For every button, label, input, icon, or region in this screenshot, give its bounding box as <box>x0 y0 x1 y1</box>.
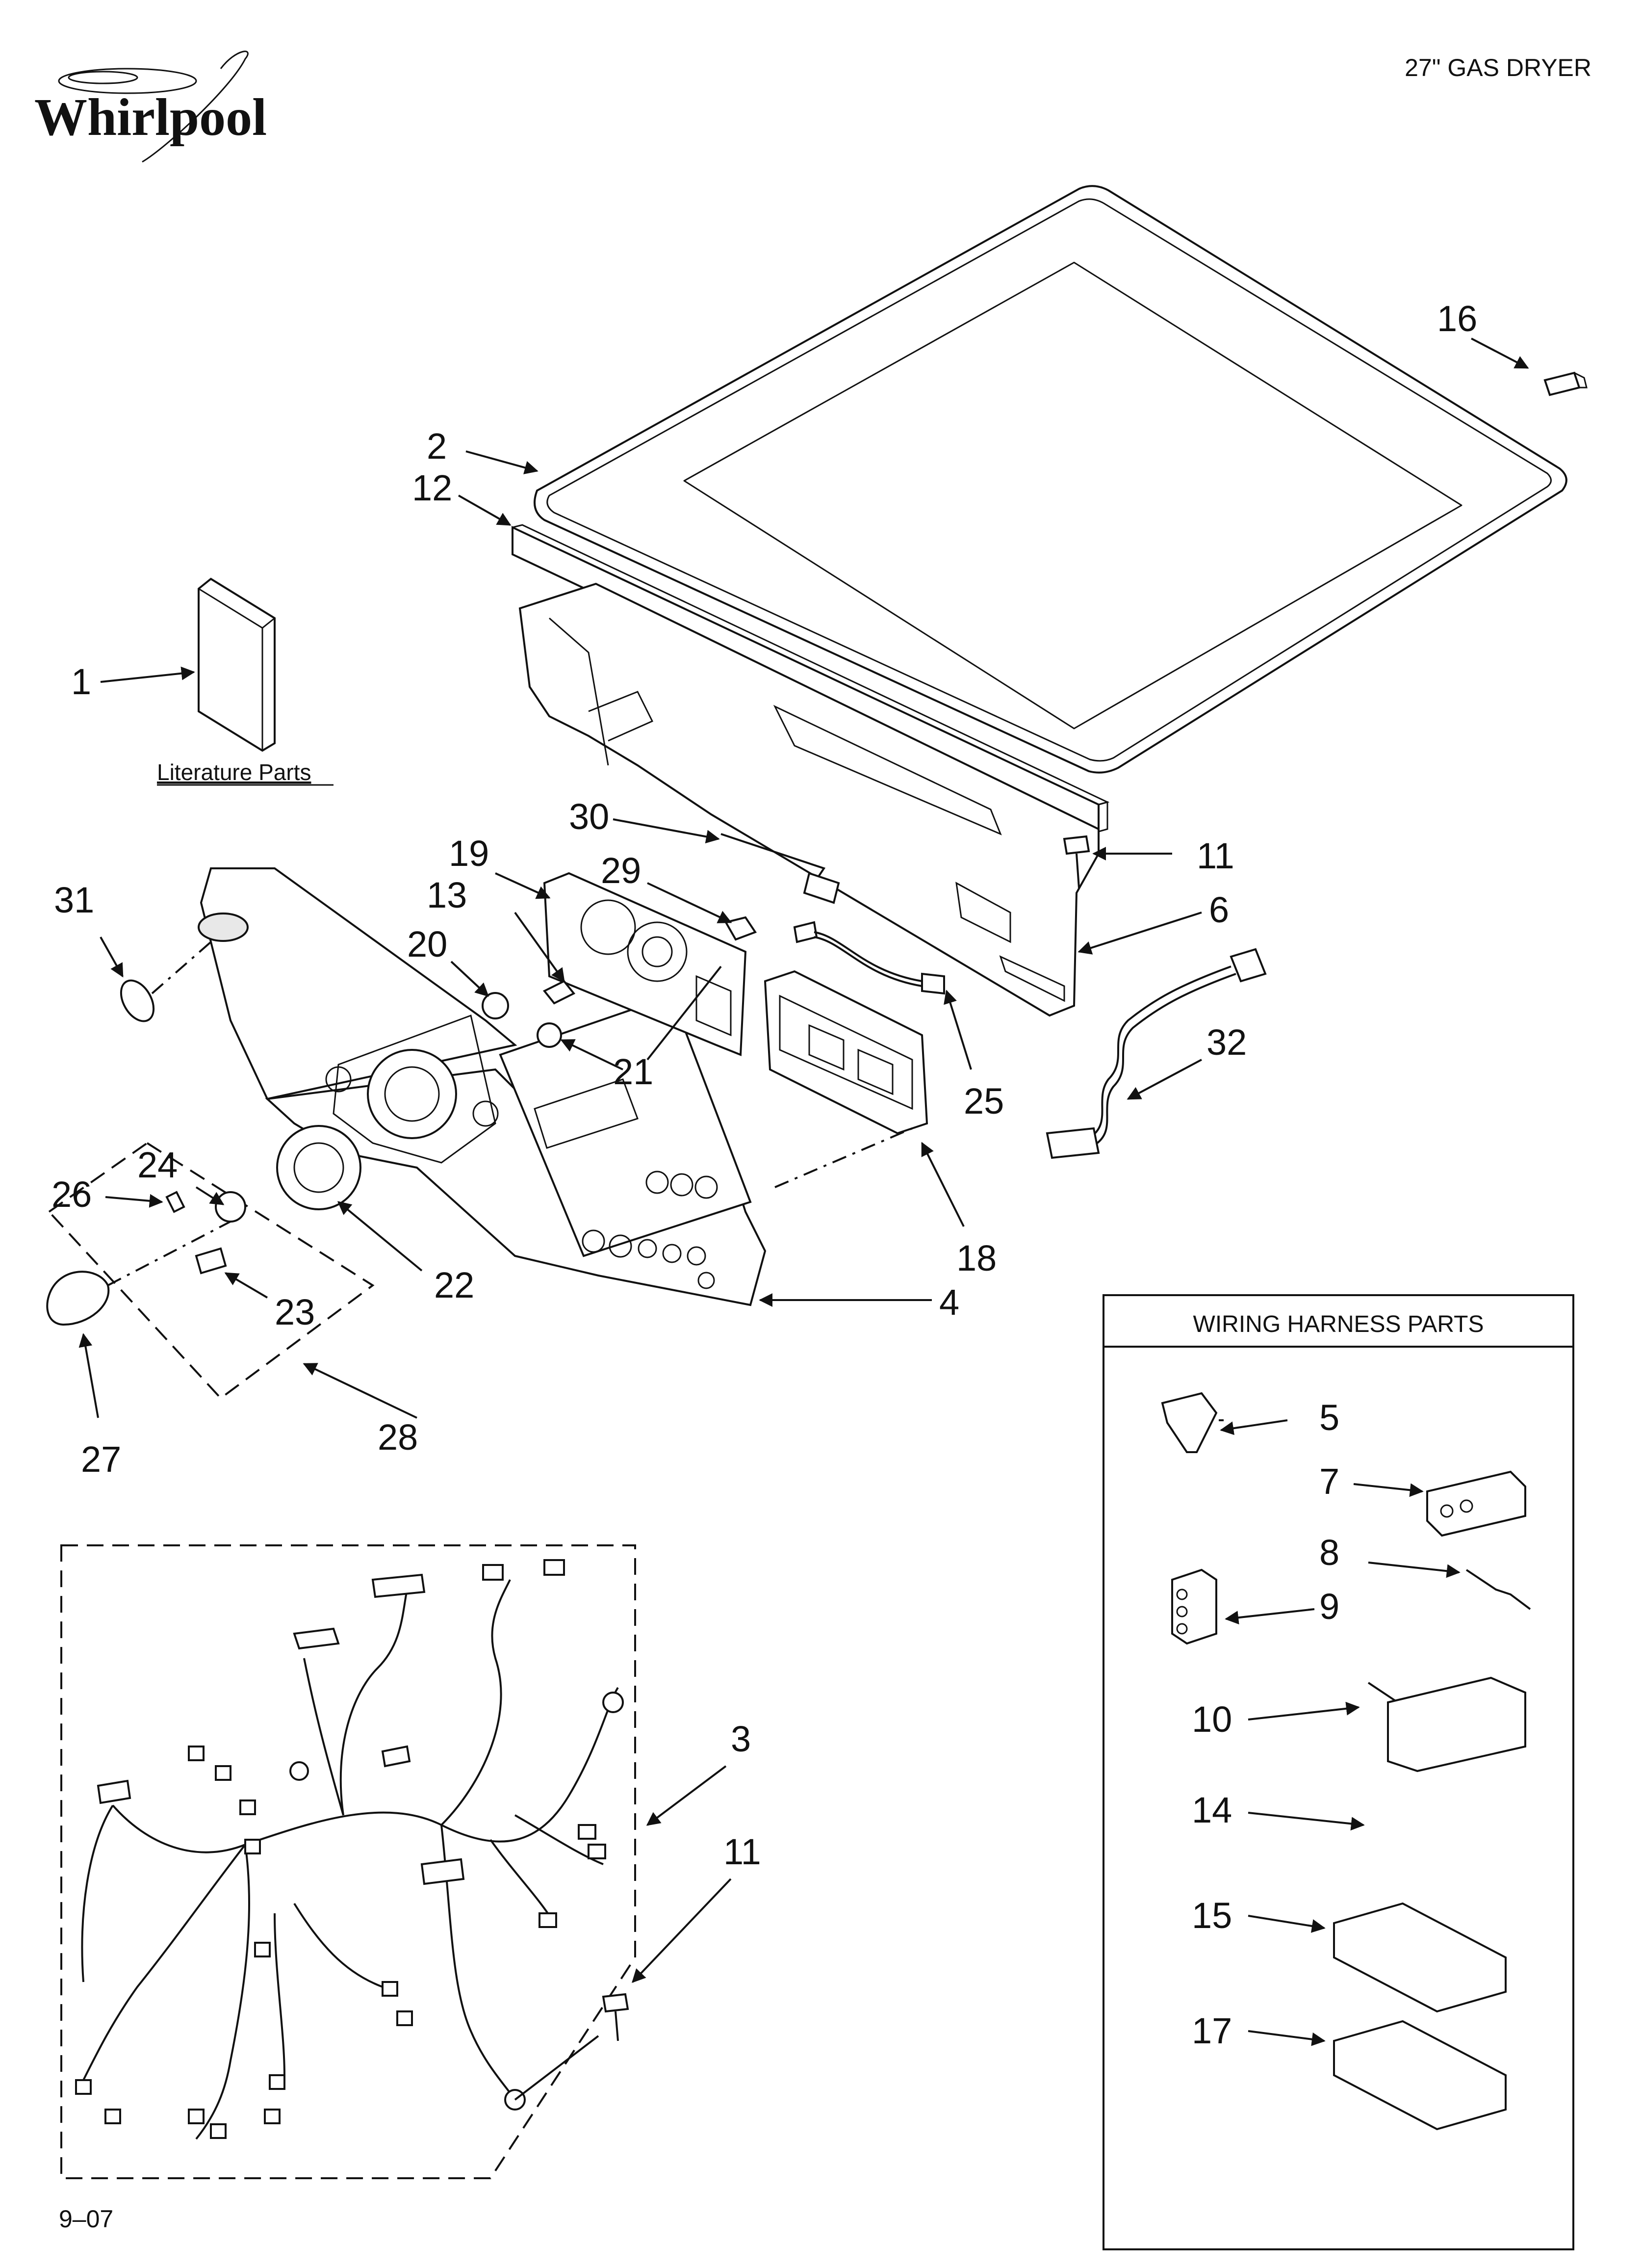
brand-name: Whirlpool <box>34 88 267 147</box>
housing-15 <box>1333 1902 1507 2013</box>
callout-29: 29 <box>601 850 641 891</box>
knob-27 <box>46 1271 110 1326</box>
callout-2: 2 <box>427 426 447 467</box>
bracket-13 <box>542 980 576 1005</box>
wiring-box-title: WIRING HARNESS PARTS <box>1193 1311 1484 1337</box>
callout-26: 26 <box>51 1174 92 1215</box>
top-panel <box>534 185 1567 774</box>
whirlpool-logo: Whirlpool <box>34 51 267 163</box>
callout-13: 13 <box>427 875 467 915</box>
knob-insert-20 <box>482 992 509 1019</box>
main-wiring-harness <box>60 1544 636 2179</box>
spring-26 <box>165 1191 185 1213</box>
footer-date-code: 9–07 <box>59 2205 113 2233</box>
housing-17 <box>1333 2020 1507 2131</box>
callout-25: 25 <box>964 1081 1004 1121</box>
callout-11-lower: 11 <box>723 1831 761 1872</box>
console-panel <box>198 867 767 1306</box>
callout-30: 30 <box>569 796 609 837</box>
callout-28: 28 <box>378 1417 418 1458</box>
screw-16 <box>1543 371 1588 396</box>
callout-21: 21 <box>613 1051 653 1092</box>
callout-17: 17 <box>1192 2010 1232 2051</box>
clip-5 <box>1161 1392 1218 1453</box>
callout-20: 20 <box>407 924 447 965</box>
screw-11-top <box>1063 835 1090 888</box>
callout-3: 3 <box>731 1719 751 1759</box>
wire-25 <box>793 921 945 995</box>
insert-24 <box>215 1191 246 1223</box>
callout-16: 16 <box>1437 298 1477 339</box>
leader-lines <box>78 338 1529 2101</box>
literature-booklet <box>198 577 276 752</box>
callout-8: 8 <box>1319 1532 1339 1573</box>
callout-5: 5 <box>1319 1397 1339 1438</box>
housing-14 <box>1387 1676 1526 1773</box>
knob-insert-21 <box>537 1022 562 1048</box>
model-title: 27" GAS DRYER <box>1405 54 1591 81</box>
callout-27: 27 <box>81 1439 121 1480</box>
callout-10: 10 <box>1192 1699 1232 1740</box>
literature-label: Literature Parts <box>157 759 311 785</box>
callout-22: 22 <box>434 1265 474 1305</box>
callout-19: 19 <box>449 833 489 874</box>
callout-6: 6 <box>1209 889 1229 930</box>
indicator-lens <box>120 979 155 1022</box>
console-buttons <box>582 1171 718 1289</box>
callout-24: 24 <box>137 1145 178 1185</box>
knob-assembly-group <box>46 1125 375 1400</box>
control-panel-base <box>518 582 1100 1017</box>
callout-4: 4 <box>939 1282 959 1323</box>
knob-dial-22 <box>276 1125 361 1210</box>
clip-29 <box>724 916 757 941</box>
callout-numbers: 16 2 12 1 30 11 6 19 29 31 13 20 21 32 2… <box>51 298 1477 2051</box>
callout-23: 23 <box>275 1292 315 1332</box>
callout-18: 18 <box>956 1238 997 1278</box>
callout-9: 9 <box>1319 1586 1339 1627</box>
wiring-harness-parts-box: WIRING HARNESS PARTS <box>1103 1294 1574 2250</box>
callout-32: 32 <box>1206 1022 1247 1063</box>
callout-11-top: 11 <box>1197 835 1234 876</box>
control-board-18 <box>764 970 928 1135</box>
callout-15: 15 <box>1192 1895 1232 1936</box>
callout-7: 7 <box>1319 1461 1339 1502</box>
callout-1: 1 <box>71 661 91 702</box>
callout-14: 14 <box>1192 1790 1232 1830</box>
harness-32 <box>1046 948 1267 1159</box>
terminal-8 <box>1465 1569 1531 1610</box>
callout-12: 12 <box>412 468 452 508</box>
screw-11-lower <box>602 1993 629 2041</box>
control-board-19 <box>543 872 747 1056</box>
callout-31: 31 <box>54 880 94 920</box>
insert-23 <box>195 1247 227 1275</box>
connector-7 <box>1426 1470 1526 1537</box>
connector-9 <box>1171 1568 1217 1645</box>
